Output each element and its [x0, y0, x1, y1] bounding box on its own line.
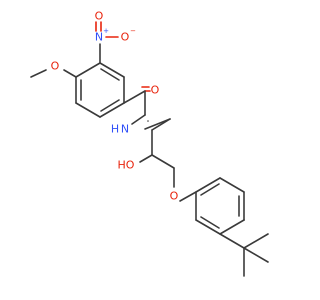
benzamide-ring	[75, 62, 125, 118]
tert-butyl-group	[219, 219, 269, 277]
nitro-oxygen-top-label: O	[95, 10, 104, 23]
amide-hydrogen-label: H	[111, 123, 119, 136]
nitro-group: N + O O −	[95, 10, 136, 64]
nitro-nitrogen-label: N	[95, 31, 103, 44]
amide-nitrogen-label: N	[121, 123, 129, 136]
methoxy-oxygen-label: O	[51, 60, 60, 73]
hydroxyl-label: HO	[118, 159, 135, 172]
amide-group: O N H	[111, 84, 171, 136]
hydroxypropyl-chain: HO	[118, 118, 175, 188]
ether-oxygen-label: O	[170, 190, 179, 203]
carbonyl-oxygen-label: O	[151, 84, 160, 97]
nitro-negative-charge: −	[130, 27, 136, 35]
nitro-oxygen-right-label: O	[121, 31, 130, 44]
tert-butylphenyl-ring	[195, 177, 245, 235]
nitro-positive-charge: +	[103, 27, 109, 35]
chemical-structure-diagram: N + O O − O O N H HO O	[30, 10, 269, 277]
methoxy-group: O	[30, 60, 77, 78]
